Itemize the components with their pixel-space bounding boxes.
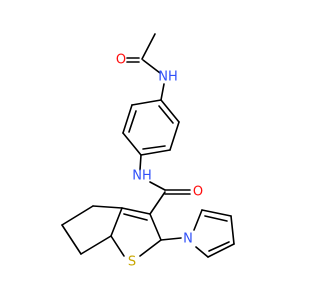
bond xyxy=(131,99,162,106)
bond xyxy=(80,235,112,255)
atom-label-oxygen: O xyxy=(193,185,203,200)
bond xyxy=(230,215,235,245)
bond xyxy=(207,243,235,258)
bond xyxy=(139,154,142,171)
atom-label-amine: NH xyxy=(132,169,152,184)
bond xyxy=(204,215,228,222)
bond xyxy=(92,205,123,209)
bond xyxy=(123,213,148,221)
atom-label-amine: NH xyxy=(158,70,178,85)
molecule-structure-diagram: O NH NH O S N xyxy=(61,33,235,270)
bond xyxy=(160,83,165,101)
bond xyxy=(142,59,161,74)
bond xyxy=(149,181,166,191)
bond xyxy=(128,110,137,133)
bond xyxy=(121,207,151,215)
bond xyxy=(122,104,133,134)
bond xyxy=(149,191,166,215)
bond xyxy=(61,205,94,226)
bond xyxy=(158,105,174,124)
bond xyxy=(169,121,180,151)
bond xyxy=(208,241,230,252)
bond xyxy=(140,149,171,156)
bond xyxy=(160,99,180,123)
bond xyxy=(122,132,142,156)
bond xyxy=(110,235,125,257)
bond xyxy=(139,239,162,257)
atom-label-sulfur: S xyxy=(128,255,136,270)
bond xyxy=(61,224,82,255)
bond xyxy=(201,209,232,217)
bond xyxy=(110,207,123,237)
bond xyxy=(149,213,162,241)
atom-label-oxygen: O xyxy=(116,53,126,68)
bond xyxy=(160,237,182,241)
bond xyxy=(193,209,203,231)
atom-label-nitrogen: N xyxy=(183,232,193,247)
bond xyxy=(195,246,209,258)
bond xyxy=(141,33,156,60)
bond xyxy=(142,145,166,150)
